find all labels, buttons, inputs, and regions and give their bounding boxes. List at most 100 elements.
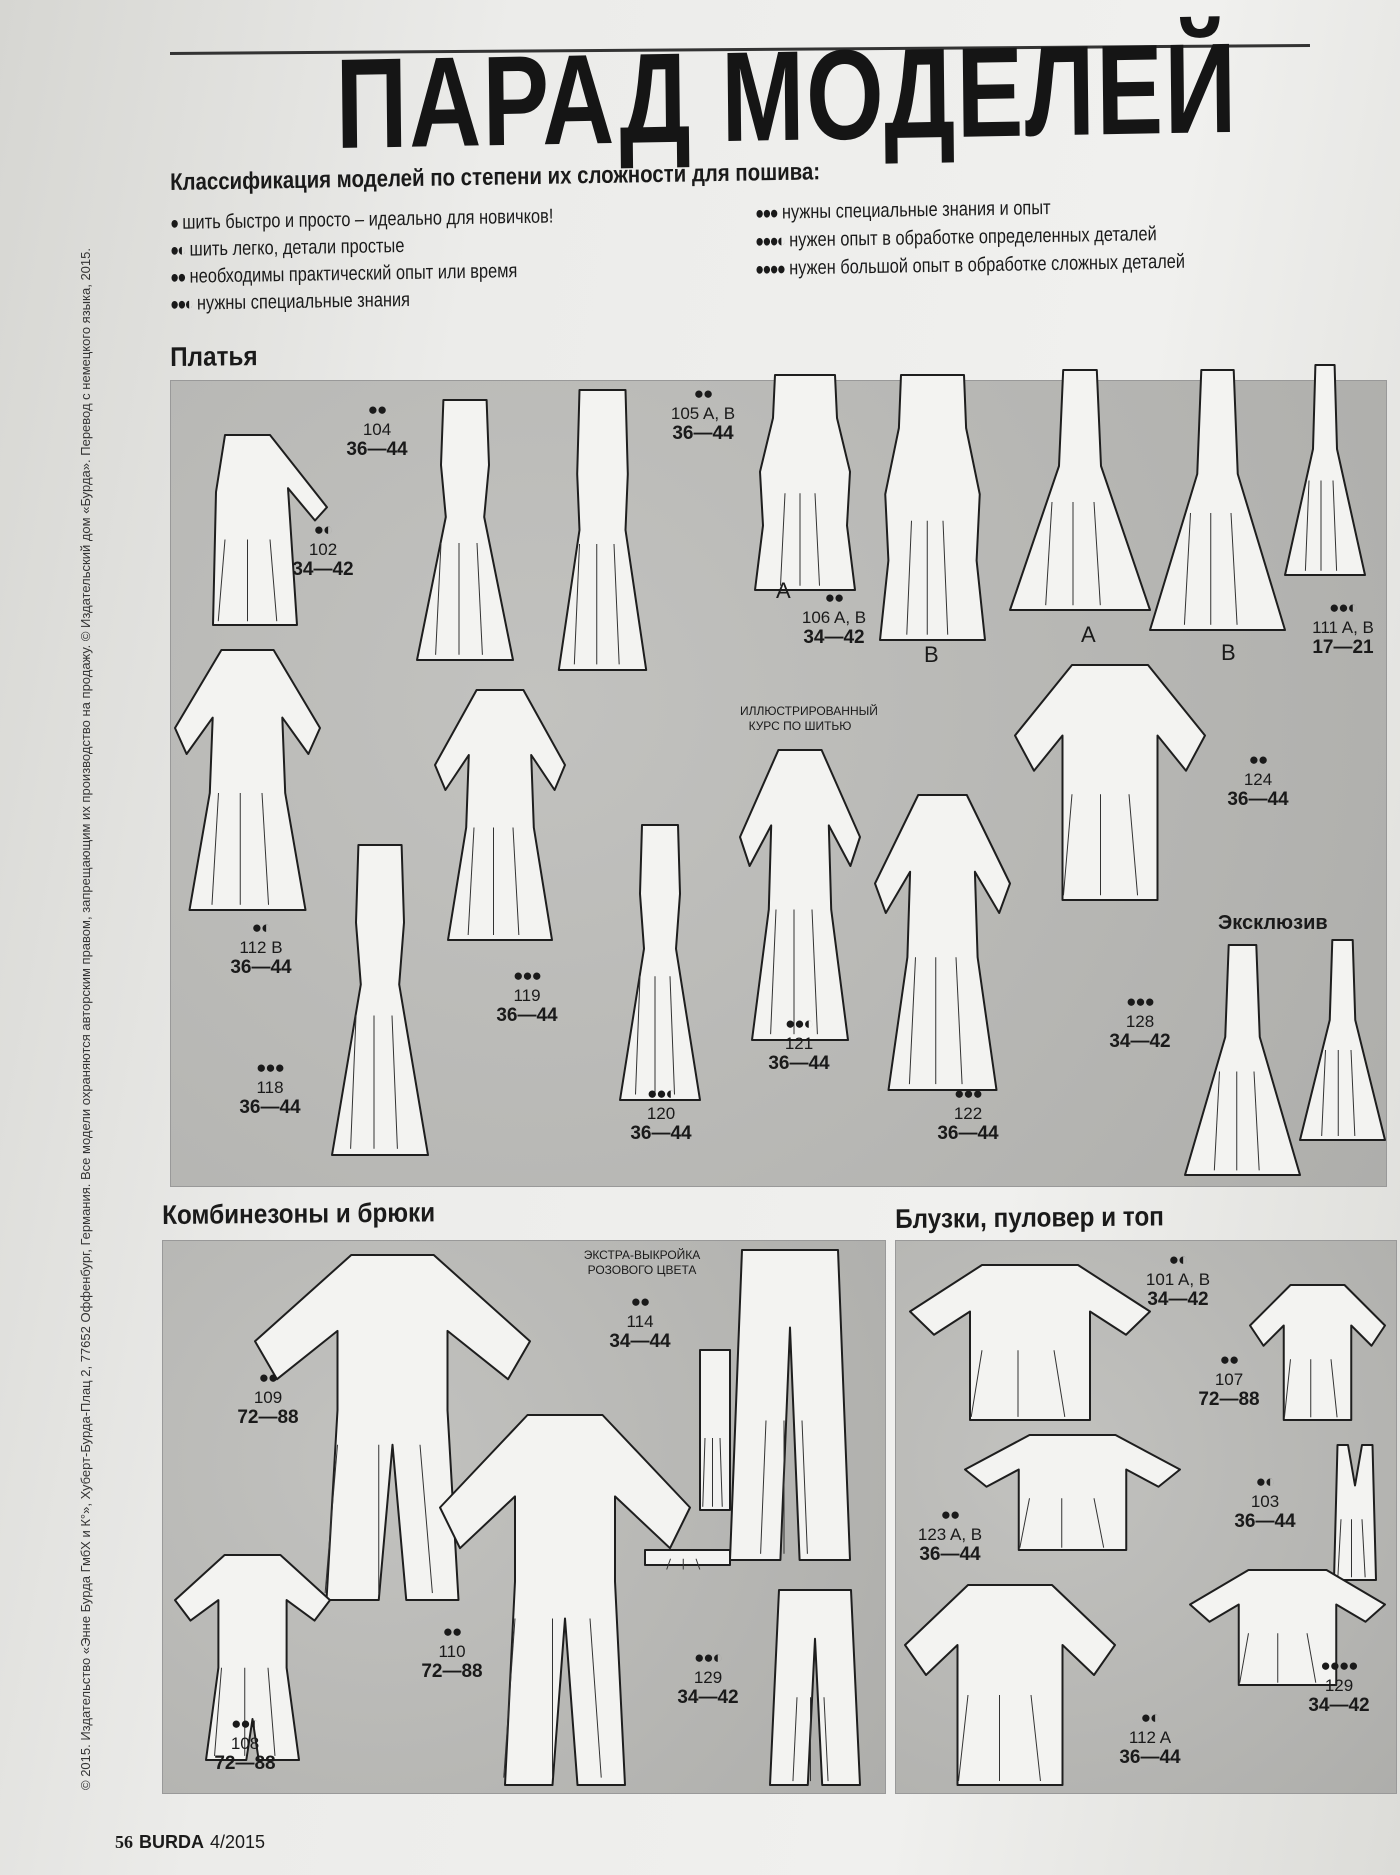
difficulty-dots: ●	[170, 212, 178, 233]
garment-sketch-pants-129	[770, 1590, 860, 1785]
garment-outline	[332, 845, 428, 1155]
difficulty-dots: ●●◐	[170, 293, 193, 314]
garment-seam-line	[351, 1016, 356, 1149]
garment-seam-line	[943, 521, 948, 635]
garment-sketch-belt-114	[645, 1545, 730, 1570]
garment-seam-line	[1094, 502, 1100, 605]
legend-text: нужен большой опыт в обработке сложных д…	[789, 250, 1186, 280]
garment-outline	[700, 1350, 730, 1510]
garment-outline	[770, 1590, 860, 1785]
garment-outline	[875, 795, 1010, 1090]
garment-outline	[559, 390, 646, 670]
garment-outline	[730, 1250, 850, 1560]
garment-sketch-pants-114	[730, 1250, 850, 1560]
garment-sketch-dress-112b	[175, 650, 320, 910]
garment-seam-line	[1240, 1633, 1249, 1682]
garment-seam-line	[436, 543, 441, 655]
variant-label-111b: B	[1221, 640, 1236, 665]
section-heading-blouses: Блузки, пуловер и топ	[895, 1201, 1165, 1234]
garment-seam-line	[325, 1445, 337, 1593]
garment-seam-line	[1063, 794, 1072, 895]
legend-item: ●◐шить легко, детали простые	[170, 235, 405, 262]
garment-seam-line	[1129, 794, 1138, 895]
garment-seam-line	[1333, 481, 1337, 571]
garment-outline	[1185, 945, 1300, 1175]
garment-seam-line	[504, 1619, 515, 1778]
garment-seam-line	[1020, 1498, 1030, 1547]
garment-sketch-dress-121	[740, 750, 860, 1040]
garment-sketch-dress-111b	[1150, 370, 1285, 630]
garment-sketch-dress-111a	[1010, 370, 1150, 610]
legend-item: ●●необходимы практический опыт или время	[170, 260, 517, 289]
garment-seam-line	[793, 1697, 797, 1781]
garment-seam-line	[1231, 513, 1237, 625]
garment-sketch-blouse-112a	[905, 1585, 1115, 1785]
garment-seam-line	[1305, 481, 1309, 571]
difficulty-dots: ●●●●	[755, 258, 785, 279]
garment-seam-line	[959, 1695, 968, 1781]
garment-seam-line	[761, 1421, 766, 1554]
garment-sketch-dress-105	[545, 390, 660, 670]
garment-seam-line	[696, 1559, 700, 1570]
garment-sketch-top-103	[1320, 1445, 1390, 1580]
legend-text: шить быстро и просто – идеально для нови…	[182, 205, 554, 234]
garment-sketch-dress-104	[405, 400, 525, 660]
section-heading-jumpsuits: Комбинезоны и брюки	[162, 1197, 436, 1230]
garment-outline	[620, 825, 700, 1100]
garment-seam-line	[1046, 502, 1052, 605]
garment-seam-line	[636, 976, 641, 1094]
garment-seam-line	[907, 521, 912, 635]
garment-sketch-dress-118	[320, 845, 440, 1155]
garment-seam-line	[1254, 1072, 1259, 1171]
garment-outline	[1015, 665, 1205, 900]
garment-outline	[1250, 1285, 1385, 1420]
garment-seam-line	[513, 828, 519, 936]
garment-seam-line	[720, 1438, 722, 1507]
garment-seam-line	[1094, 1498, 1104, 1547]
garment-seam-line	[1362, 1519, 1365, 1577]
legend-item: ●●●◐нужен опыт в обработке определенных …	[755, 223, 1157, 253]
garment-sketch-blouse-101	[910, 1265, 1150, 1420]
difficulty-dots: ●●	[170, 266, 185, 287]
legend-text: нужны специальные знания и опыт	[781, 196, 1051, 224]
garment-seam-line	[212, 793, 219, 905]
variant-label-106a: A	[776, 578, 791, 603]
garment-seam-line	[1331, 1359, 1337, 1417]
garment-sketch-dress-122	[875, 795, 1010, 1090]
garment-seam-line	[262, 793, 269, 905]
garment-seam-line	[218, 540, 225, 622]
garment-seam-line	[971, 1350, 982, 1417]
magazine-name: BURDA	[139, 1832, 204, 1852]
exclusive-label: Эксклюзив	[1218, 912, 1328, 934]
garment-seam-line	[667, 1559, 671, 1570]
legend-heading: Классификация моделей по степени их слож…	[169, 158, 821, 196]
copyright-notice: © 2015. Издательство «Энне Бурда ГмбХ и …	[78, 248, 93, 1790]
legend-item: ●●●нужны специальные знания и опыт	[755, 197, 1051, 225]
garment-outline	[880, 375, 985, 640]
garment-seam-line	[1054, 1350, 1065, 1417]
garment-seam-line	[1338, 1519, 1341, 1577]
garment-seam-line	[1351, 1050, 1355, 1136]
page-title: ПАРАД МОДЕЛЕЙ	[334, 16, 1239, 176]
section-heading-dresses: Платья	[170, 341, 258, 372]
garment-seam-line	[812, 910, 817, 1035]
garment-seam-line	[815, 493, 820, 585]
legend-text: шить легко, детали простые	[189, 235, 405, 261]
garment-seam-line	[1031, 1695, 1040, 1781]
